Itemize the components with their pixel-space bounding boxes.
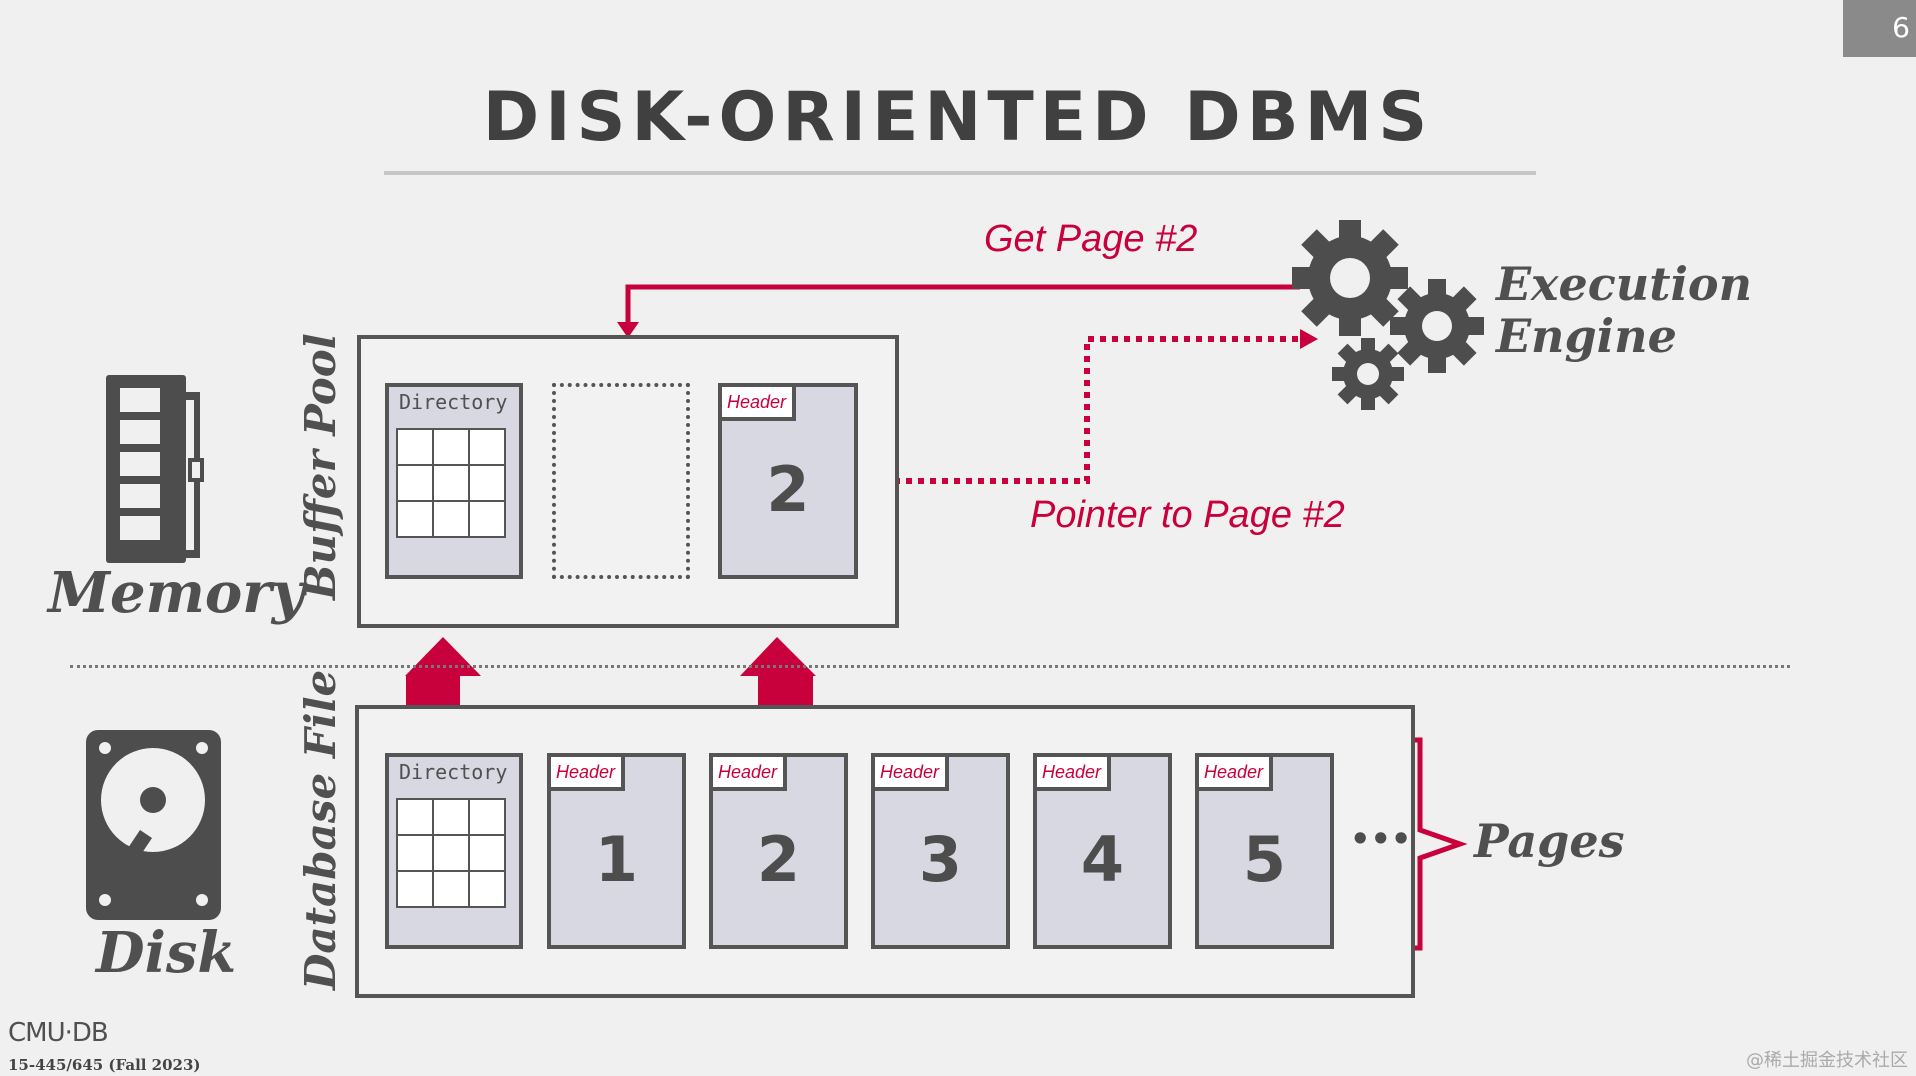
directory-label: Directory [399, 760, 508, 784]
get-page-arrow [625, 284, 1300, 325]
page-header: Header [547, 753, 625, 791]
buffer-pool-page: Header 2 [718, 383, 858, 579]
page-number: 5 [1242, 823, 1287, 896]
disk-page: Header 3 [871, 753, 1010, 949]
slide-number: 6 [1843, 0, 1916, 57]
execution-engine-label: Execution Engine [1496, 257, 1753, 363]
page-header: Header [871, 753, 949, 791]
pages-label: Pages [1474, 814, 1625, 868]
gear-medium-icon [1390, 279, 1484, 373]
title-underline [384, 171, 1536, 175]
page-number: 2 [766, 453, 810, 526]
disk-page: Header 4 [1033, 753, 1172, 949]
page-number: 3 [918, 823, 963, 896]
pointer-arrowhead [1300, 329, 1318, 349]
page-header: Header [1195, 753, 1273, 791]
database-file-directory: Directory [385, 753, 523, 949]
memory-label: Memory [48, 560, 305, 626]
pointer-to-page-label: Pointer to Page #2 [1030, 494, 1345, 536]
directory-slots [396, 798, 506, 908]
more-pages-ellipsis: ••• [1350, 820, 1412, 858]
watermark: @稀土掘金技术社区 [1746, 1050, 1908, 1071]
disk-page: Header 5 [1195, 753, 1334, 949]
page-number: 1 [594, 823, 639, 896]
page-header: Header [1033, 753, 1111, 791]
page-number: 4 [1080, 823, 1125, 896]
course-label: 15-445/645 (Fall 2023) [8, 1056, 201, 1074]
slide-title: DISK-ORIENTED DBMS [482, 78, 1434, 157]
empty-frame [552, 383, 690, 579]
memory-icon [106, 375, 204, 563]
get-page-arrowhead [617, 322, 639, 338]
directory-label: Directory [399, 390, 508, 414]
gear-large-icon [1292, 220, 1408, 336]
page-number: 2 [756, 823, 801, 896]
disk-page: Header 1 [547, 753, 686, 949]
get-page-label: Get Page #2 [984, 218, 1198, 260]
buffer-pool-directory: Directory [385, 383, 523, 579]
cmu-db-logo: CMU·DB [8, 1018, 109, 1048]
database-file-label: Database File [296, 669, 345, 990]
memory-disk-divider [70, 665, 1790, 668]
disk-page: Header 2 [709, 753, 848, 949]
disk-label: Disk [96, 920, 237, 986]
page-header: Header [709, 753, 787, 791]
page-header: Header [718, 383, 796, 421]
directory-slots [396, 428, 506, 538]
gear-small-icon [1332, 338, 1404, 410]
disk-icon [86, 730, 221, 920]
pages-brace [1386, 737, 1468, 951]
pointer-arrow [858, 336, 1305, 484]
buffer-pool-label: Buffer Pool [296, 333, 345, 600]
